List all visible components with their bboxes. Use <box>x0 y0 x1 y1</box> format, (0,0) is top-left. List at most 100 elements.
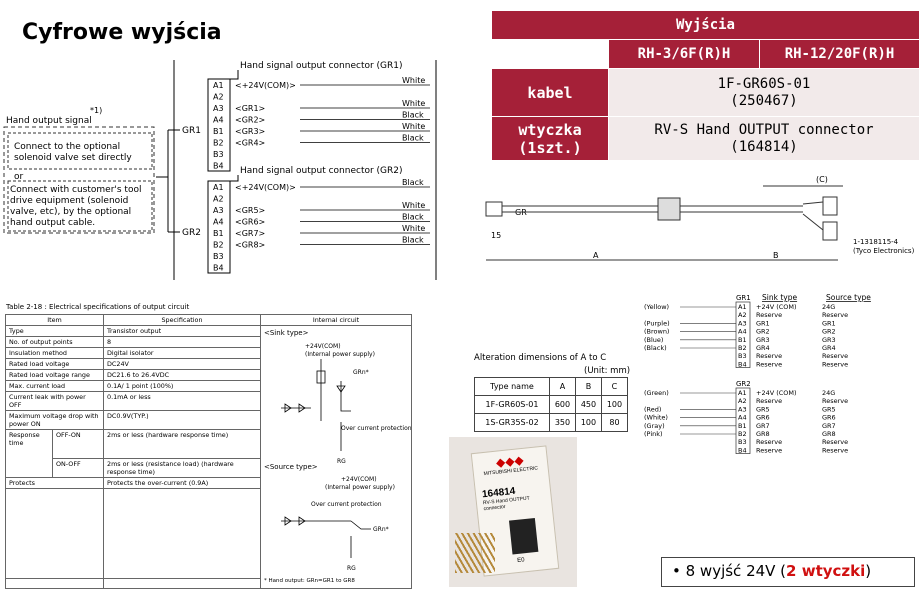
pinout-pin: A4 <box>738 414 747 422</box>
pinout-pin: B2 <box>738 430 747 438</box>
bullet-emph: 2 wtyczki <box>786 562 866 580</box>
pinout-sink: Reserve <box>756 446 782 454</box>
pin-label: B2 <box>213 139 224 148</box>
pinout-sink: Reserve <box>756 360 782 368</box>
pinout-pin: A2 <box>738 397 747 405</box>
wire-color: Black <box>402 111 424 120</box>
pin-label: B3 <box>213 150 224 159</box>
pin-label: A2 <box>213 93 224 102</box>
source-type-label: <Source type> <box>264 463 318 471</box>
cable-connector-gr2 <box>822 221 838 241</box>
pinout-source: GR4 <box>822 344 836 352</box>
pinout-pin: A2 <box>738 311 747 319</box>
empty-row <box>103 488 261 579</box>
pinout-gr2: GR2 <box>736 380 751 388</box>
pin-label: A1 <box>213 81 224 90</box>
cable-part-no: 1-1318115-4 <box>853 238 899 246</box>
footnote-mark: *1) <box>90 106 102 115</box>
pinout-wire-color: (Blue) <box>644 336 663 344</box>
pinout-sink: Reserve <box>756 397 782 405</box>
alteration-table: Type name A B C 1F-GR60S-01 600 450 100 … <box>474 377 629 432</box>
col-rh3: RH-3/6F(R)H <box>608 39 760 69</box>
dim-c: (C) <box>816 175 828 184</box>
box-line-1: Connect to the optional <box>14 142 120 152</box>
pinout-source: 24G <box>822 303 835 311</box>
cable-part: (250467) <box>730 92 798 109</box>
spec-value: Transistor output <box>103 325 261 337</box>
pinout-wire-color: (White) <box>644 414 668 422</box>
pin-label: A3 <box>213 104 224 113</box>
pinout-sink: +24V (COM) <box>756 303 797 311</box>
pinout-sink: GR6 <box>756 414 770 422</box>
pinout-source: Reserve <box>822 360 848 368</box>
circuit-footnote: * Hand output: GRn=GR1 to GR8 <box>264 578 355 584</box>
spec-item: Rated load voltage range <box>5 369 104 381</box>
pinout-source: Reserve <box>822 446 848 454</box>
row-wtyczka-value: RV-S Hand OUTPUT connector (164814) <box>608 116 920 161</box>
box-or: or <box>14 172 24 182</box>
pin-label: B4 <box>213 162 224 171</box>
signal-label: <GR8> <box>235 241 265 250</box>
sink-rg: RG <box>337 458 346 465</box>
pin-label: A3 <box>213 206 224 215</box>
gr2-label: GR2 <box>182 228 201 238</box>
signal-label: <GR5> <box>235 206 265 215</box>
spec-value: 0.1A/ 1 point (100%) <box>103 380 261 392</box>
pinout-source: GR5 <box>822 405 836 413</box>
row-wtyczka-label: wtyczka (1szt.) <box>491 116 609 161</box>
signal-label: <+24V(COM)> <box>235 183 296 192</box>
dim-15: 15 <box>491 231 501 240</box>
wire-color: White <box>402 201 425 210</box>
pinout-source: GR3 <box>822 336 836 344</box>
wire-color: White <box>402 76 425 85</box>
product-code: E0 <box>516 557 525 565</box>
sink-supply: (Internal power supply) <box>305 351 375 358</box>
alt-cell: 80 <box>600 413 629 432</box>
cable-maker: (Tyco Electronics) <box>853 247 915 255</box>
internal-circuit: <Sink type> +24V(COM) (Internal power su… <box>264 329 412 584</box>
connector-housing <box>508 517 539 555</box>
spec-value: 8 <box>103 336 261 348</box>
pinout-source: GR8 <box>822 430 836 438</box>
signal-label: <GR6> <box>235 218 265 227</box>
spec-item: Insulation method <box>5 347 104 359</box>
signal-label: <GR2> <box>235 116 265 125</box>
gr2-connector-label: Hand signal output connector (GR2) <box>240 166 403 176</box>
spec-item: Type <box>5 325 104 337</box>
internal-circuit-cell: <Sink type> +24V(COM) (Internal power su… <box>260 325 412 589</box>
spec-value: 0.1mA or less <box>103 391 261 411</box>
signal-label: <GR1> <box>235 104 265 113</box>
pinout-sink: Reserve <box>756 311 782 319</box>
pinout-source: GR7 <box>822 422 836 430</box>
wire-color: White <box>402 224 425 233</box>
pinout-source: Reserve <box>822 311 848 319</box>
gr1-label: GR1 <box>182 126 201 136</box>
spec-item: No. of output points <box>5 336 104 348</box>
pinout-pin: A3 <box>738 405 747 413</box>
wire-color: Black <box>402 236 424 245</box>
spec-value: DC21.6 to 26.4VDC <box>103 369 261 381</box>
pinout-source: Reserve <box>822 352 848 360</box>
alt-cell: 100 <box>574 413 602 432</box>
pinout-pin: B4 <box>738 446 747 454</box>
pinout-pin: A1 <box>738 389 747 397</box>
plug-label: wtyczka <box>518 120 582 139</box>
pinout-sink: GR4 <box>756 344 770 352</box>
pinout-wire-color: (Red) <box>644 405 661 413</box>
protects-label: Protects <box>5 477 104 489</box>
pinout-wire-color: (Pink) <box>644 430 663 438</box>
pinout-wire-color: (Yellow) <box>644 303 669 311</box>
pinout-wire-color: (Black) <box>644 344 667 352</box>
box-line-6: hand output cable. <box>10 218 95 228</box>
pinout-pin: B1 <box>738 336 747 344</box>
spec-value: DC0.9V(TYP.) <box>103 410 261 430</box>
wire-color: White <box>402 122 425 131</box>
cable-code: 1F-GR60S-01 <box>717 75 811 92</box>
pinout-sink: GR1 <box>756 319 770 327</box>
pinout-sink: GR8 <box>756 430 770 438</box>
bullet-suffix: ) <box>865 562 872 580</box>
sink-overcurrent: Over current protection <box>341 425 411 432</box>
wire-color: Black <box>402 213 424 222</box>
pinout-sink: Reserve <box>756 352 782 360</box>
